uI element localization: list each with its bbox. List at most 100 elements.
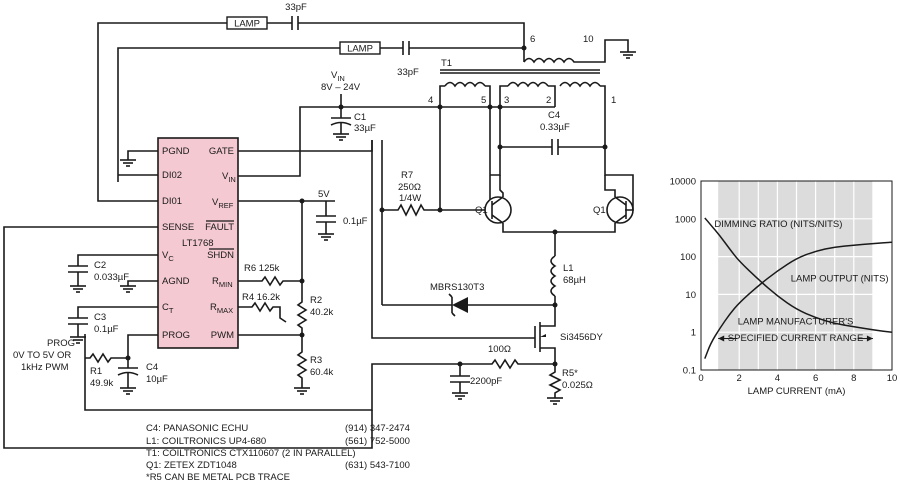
x-tick-8: 8 (851, 373, 856, 384)
y-tick-10: 10 (685, 290, 696, 301)
y-tick-1000: 1000 (675, 214, 696, 225)
range-arrowhead-right (866, 335, 873, 342)
svg-text:VIN: VIN (222, 171, 236, 184)
range-annotation-line1: LAMP MANUFACTURER'S (738, 316, 854, 327)
svg-text:DI02: DI02 (162, 170, 182, 181)
range-annotation-line2: SPECIFIED CURRENT RANGE (728, 333, 863, 344)
c3-label: C3 (94, 312, 106, 323)
prog-range: 0V TO 5V OR (13, 350, 71, 361)
transformer-t1: 6 10 T1 4 5 3 2 1 (428, 34, 636, 107)
c1-value: 33µF (354, 123, 376, 134)
y-tick-10000: 10000 (670, 177, 696, 188)
chart-grid (700, 180, 893, 371)
c3-value: 0.1µF (94, 324, 119, 335)
r2-value: 40.2k (310, 307, 333, 318)
svg-text:SHDN: SHDN (207, 250, 234, 261)
r1-label: R1 (90, 366, 102, 377)
cap-33pf-b-label: 33pF (397, 67, 419, 78)
svg-text:GATE: GATE (209, 146, 234, 157)
buck-stage: L1 68µH MBRS130T3 Si3456DY R5* 0.025Ω 10… (84, 140, 603, 411)
r2-label: R2 (310, 295, 322, 306)
svg-text:C4: PANASONIC ECHU: C4: PANASONIC ECHU (146, 423, 248, 434)
svg-text:L1: COILTRONICS UP4-680: L1: COILTRONICS UP4-680 (146, 436, 266, 447)
svg-text:Q1: ZETEX ZDT1048: Q1: ZETEX ZDT1048 (146, 460, 237, 471)
svg-text:AGND: AGND (162, 276, 190, 287)
prog-pwm: 1kHz PWM (21, 362, 69, 373)
pin-2: 2 (546, 95, 551, 106)
l1-label: L1 (563, 263, 574, 274)
r5-value: 0.025Ω (562, 380, 593, 391)
x-tick-6: 6 (813, 373, 818, 384)
svg-text:(914) 347-2474: (914) 347-2474 (345, 423, 410, 434)
c4b-value: 10µF (146, 374, 168, 385)
ic-name: LT1768 (182, 238, 214, 249)
svg-text:VIN: VIN (331, 70, 345, 83)
svg-text:VREF: VREF (212, 197, 234, 210)
svg-text:(631) 543-7100: (631) 543-7100 (345, 460, 410, 471)
svg-text:PGND: PGND (162, 146, 190, 157)
r7-power: 1/4W (399, 193, 421, 204)
svg-text:FAULT: FAULT (205, 222, 234, 233)
royer-oscillator: C4 0.33µF Q1 Q1 R7 250Ω 1/4W (379, 107, 634, 305)
plot-frame (700, 180, 893, 371)
r1-value: 49.9k (90, 378, 113, 389)
svg-text:RMIN: RMIN (212, 276, 233, 289)
vin-range-label: 8V – 24V (321, 82, 361, 93)
cap-33pf-a-label: 33pF (285, 2, 307, 13)
5v-label: 5V (318, 189, 330, 200)
c2-label: C2 (94, 260, 106, 271)
y-tick-0.1: 0.1 (683, 366, 696, 377)
c4-label: C4 (548, 110, 560, 121)
t1-label: T1 (441, 58, 452, 69)
ic-lt1768: PGND DI02 DI01 SENSE LT1768 VC AGND CT P… (3, 137, 373, 449)
r4-label: R4 16.2k (242, 292, 280, 303)
mosfet-label: Si3456DY (560, 332, 603, 343)
lamp-circuit: LAMP 33pF LAMP 33pF (97, 2, 527, 182)
y-tick-100: 100 (680, 252, 696, 263)
r100-label: 100Ω (488, 344, 511, 355)
x-tick-2: 2 (737, 373, 742, 384)
r6-label: R6 125k (244, 263, 280, 274)
pin-5: 5 (481, 95, 486, 106)
svg-text:(561) 752-5000: (561) 752-5000 (345, 436, 410, 447)
prog-label: PROG (47, 338, 75, 349)
y-tick-1: 1 (691, 328, 696, 339)
pin-1: 1 (611, 95, 616, 106)
chart-x-axis-label: LAMP CURRENT (mA) (748, 386, 846, 397)
c2200-label: 2200pF (470, 376, 502, 387)
x-tick-10: 10 (887, 373, 898, 384)
pin-6: 6 (530, 34, 535, 45)
svg-text:CT: CT (162, 302, 174, 315)
c1-label: C1 (354, 112, 366, 123)
lamp-1-label: LAMP (234, 19, 260, 30)
vin-input: VIN 8V – 24V C1 33µF (299, 70, 555, 170)
c4b-label: C4 (146, 362, 158, 373)
series-lamp-output-label: LAMP OUTPUT (NITS) (791, 273, 889, 284)
shaded-current-range (718, 181, 873, 370)
svg-text:*R5 CAN BE METAL PCB TRACE: *R5 CAN BE METAL PCB TRACE (146, 472, 290, 481)
pin-3: 3 (504, 95, 509, 106)
q1-right-label: Q1 (593, 205, 606, 216)
series-dimming-ratio-label: DIMMING RATIO (NITS/NITS) (714, 219, 842, 230)
c4-value: 0.33µF (540, 122, 570, 133)
svg-text:DI01: DI01 (162, 196, 182, 207)
current-range-annotation: LAMP MANUFACTURER'S SPECIFIED CURRENT RA… (718, 316, 873, 344)
svg-text:T1: COILTRONICS CTX110607 (2 I: T1: COILTRONICS CTX110607 (2 IN PARALLEL… (146, 448, 356, 459)
diode-label: MBRS130T3 (430, 282, 484, 293)
pin-4: 4 (428, 95, 433, 106)
r7-value: 250Ω (398, 182, 421, 193)
range-arrowhead-left (718, 335, 725, 342)
x-tick-0: 0 (698, 373, 703, 384)
parts-notes: C4: PANASONIC ECHU (914) 347-2474 L1: CO… (146, 423, 410, 481)
r3-label: R3 (310, 355, 322, 366)
svg-text:PWM: PWM (211, 330, 234, 341)
l1-value: 68µH (563, 275, 586, 286)
chart-series (704, 217, 893, 359)
r3-value: 60.4k (310, 367, 333, 378)
svg-text:VC: VC (162, 250, 174, 263)
c01-label: 0.1µF (343, 216, 368, 227)
r5-label: R5* (562, 368, 578, 379)
